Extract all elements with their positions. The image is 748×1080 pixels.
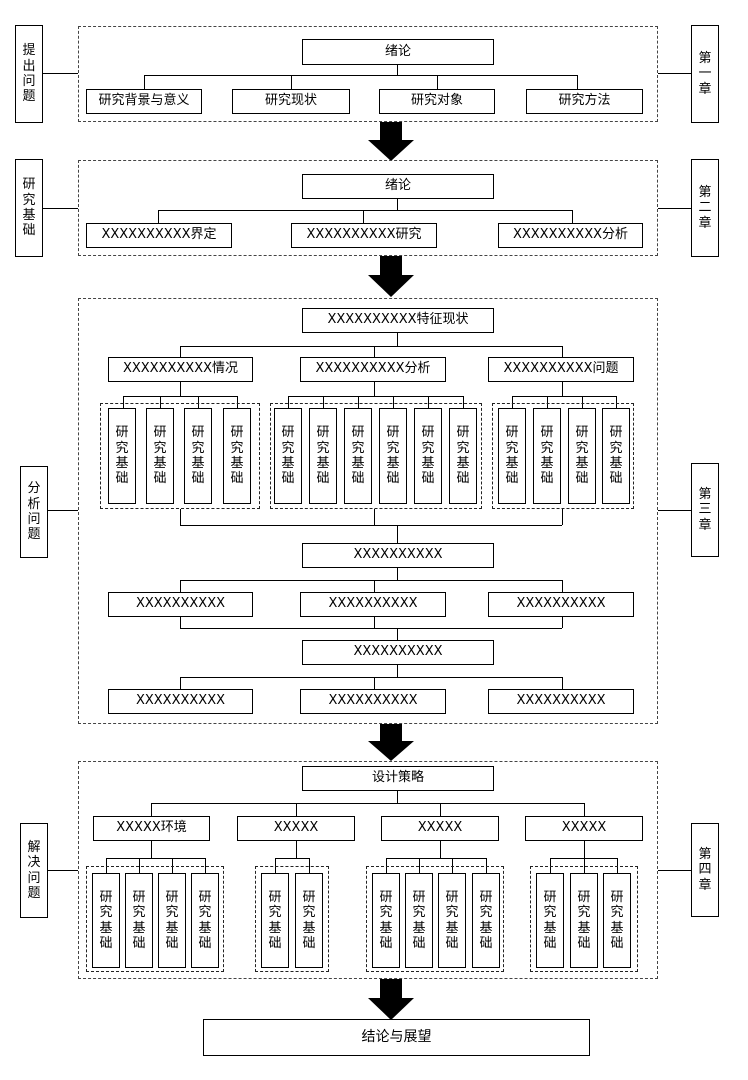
chapter3-leaf: 研究基础 — [602, 408, 630, 504]
chapter4-group-b — [255, 866, 329, 972]
chapter2-item: XXXXXXXXXX研究 — [291, 223, 437, 248]
chapter4-frame — [78, 761, 658, 979]
chapter3-mid-node: XXXXXXXXXX情况 — [108, 357, 253, 382]
chapter4-leaf: 研究基础 — [570, 873, 598, 968]
chapter3-row1-node: XXXXXXXXXX — [488, 592, 634, 617]
chapter3-top-node: XXXXXXXXXX特征现状 — [302, 308, 494, 333]
chapter2-top-node: 绪论 — [302, 174, 494, 199]
chapter2-item: XXXXXXXXXX分析 — [498, 223, 643, 248]
chapter1-item: 研究背景与意义 — [86, 89, 202, 114]
chapter3-row2-node: XXXXXXXXXX — [300, 689, 446, 714]
chapter3-mid-node: XXXXXXXXXX问题 — [488, 357, 634, 382]
chapter4-leaf: 研究基础 — [92, 873, 120, 968]
chapter1-side-left: 提出问题 — [15, 25, 43, 123]
chapter4-leaf: 研究基础 — [536, 873, 564, 968]
chapter3-center-node-2: XXXXXXXXXX — [302, 640, 494, 665]
chapter1-frame — [78, 26, 658, 122]
chapter4-leaf: 研究基础 — [472, 873, 500, 968]
chapter1-top-node: 绪论 — [302, 39, 494, 65]
chapter3-row2-node: XXXXXXXXXX — [488, 689, 634, 714]
chapter3-leaf: 研究基础 — [223, 408, 251, 504]
chapter3-center-node-1: XXXXXXXXXX — [302, 543, 494, 568]
chapter3-group-c — [492, 403, 634, 509]
chapter3-leaf: 研究基础 — [146, 408, 174, 504]
chapter4-leaf: 研究基础 — [405, 873, 433, 968]
chapter4-group-a — [86, 866, 224, 972]
chapter3-side-right: 第三章 — [691, 463, 719, 557]
chapter4-top-node: 设计策略 — [302, 766, 494, 791]
chapter4-mid-node: XXXXX — [381, 816, 499, 841]
chapter4-side-right: 第四章 — [691, 823, 719, 917]
chapter1-item: 研究方法 — [526, 89, 643, 114]
chapter3-leaf: 研究基础 — [449, 408, 477, 504]
chapter4-side-left: 解决问题 — [20, 823, 48, 918]
chapter1-side-right: 第一章 — [691, 25, 719, 123]
chapter3-row1-node: XXXXXXXXXX — [300, 592, 446, 617]
down-arrow-icon — [368, 122, 414, 161]
chapter3-leaf: 研究基础 — [344, 408, 372, 504]
chapter1-item: 研究对象 — [379, 89, 495, 114]
down-arrow-icon — [368, 256, 414, 297]
chapter3-row1-node: XXXXXXXXXX — [108, 592, 253, 617]
chapter4-leaf: 研究基础 — [158, 873, 186, 968]
chapter2-frame — [78, 160, 658, 256]
chapter2-side-left: 研究基础 — [15, 159, 43, 257]
chapter4-mid-node: XXXXX — [525, 816, 643, 841]
chapter2-side-right: 第二章 — [691, 159, 719, 257]
chapter3-side-left: 分析问题 — [20, 466, 48, 558]
chapter3-leaf: 研究基础 — [568, 408, 596, 504]
chapter3-row2-node: XXXXXXXXXX — [108, 689, 253, 714]
chapter3-leaf: 研究基础 — [309, 408, 337, 504]
chapter4-leaf: 研究基础 — [125, 873, 153, 968]
chapter4-leaf: 研究基础 — [261, 873, 289, 968]
chapter3-frame — [78, 298, 658, 724]
chapter4-mid-node: XXXXX环境 — [93, 816, 210, 841]
chapter4-leaf: 研究基础 — [372, 873, 400, 968]
chapter2-item: XXXXXXXXXX界定 — [86, 223, 232, 248]
chapter3-leaf: 研究基础 — [379, 408, 407, 504]
chapter4-leaf: 研究基础 — [191, 873, 219, 968]
chapter4-mid-node: XXXXX — [237, 816, 355, 841]
chapter3-leaf: 研究基础 — [108, 408, 136, 504]
down-arrow-icon — [368, 724, 414, 761]
chapter3-leaf: 研究基础 — [498, 408, 526, 504]
chapter4-group-c — [366, 866, 504, 972]
chapter3-leaf: 研究基础 — [184, 408, 212, 504]
chapter3-group-a — [100, 403, 260, 509]
chapter3-group-b — [270, 403, 482, 509]
conclusion-node: 结论与展望 — [203, 1019, 590, 1056]
chapter3-leaf: 研究基础 — [533, 408, 561, 504]
chapter3-leaf: 研究基础 — [414, 408, 442, 504]
chapter4-leaf: 研究基础 — [295, 873, 323, 968]
chapter3-leaf: 研究基础 — [274, 408, 302, 504]
chapter3-mid-node: XXXXXXXXXX分析 — [300, 357, 446, 382]
chapter4-leaf: 研究基础 — [603, 873, 631, 968]
chapter4-leaf: 研究基础 — [438, 873, 466, 968]
chapter4-group-d — [530, 866, 638, 972]
chapter1-item: 研究现状 — [232, 89, 350, 114]
down-arrow-icon — [368, 979, 414, 1020]
